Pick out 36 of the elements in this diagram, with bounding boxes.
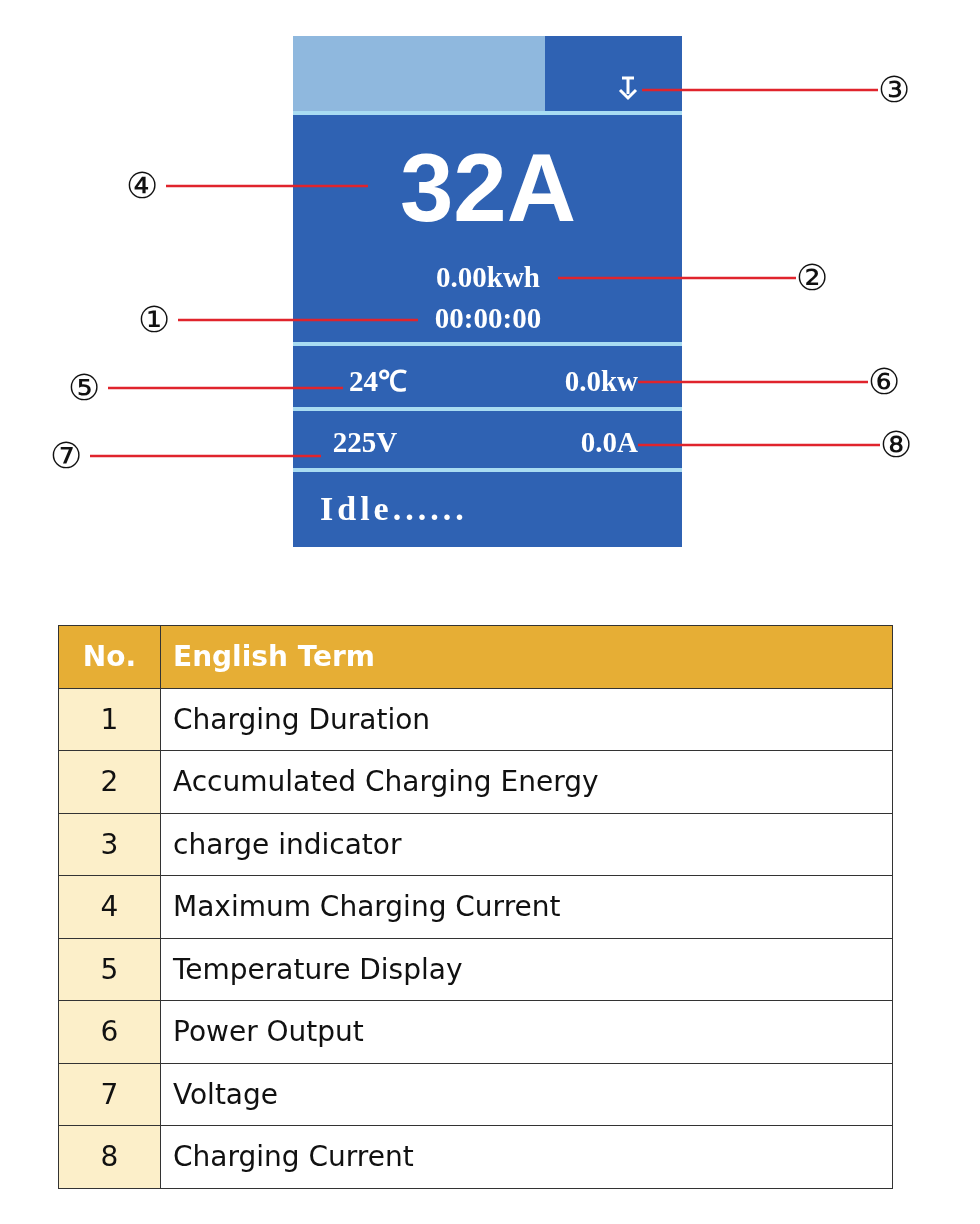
callout-number: ⑦ — [50, 436, 90, 476]
readout-text: 24℃ — [343, 364, 413, 398]
readout-text: 0.0A — [558, 425, 638, 459]
display-screen — [293, 36, 682, 547]
table-cell: Charging Current — [160, 1125, 893, 1189]
callout-number: ① — [138, 300, 178, 340]
table-cell: 5 — [58, 937, 161, 1001]
leader-line — [638, 443, 880, 447]
callout-number: ④ — [126, 166, 166, 206]
header-cell: No. — [58, 625, 161, 689]
table-cell: 2 — [58, 750, 161, 814]
table-cell: 1 — [58, 687, 161, 751]
leader-line — [558, 276, 796, 280]
readout-text: 225V — [321, 425, 409, 459]
readout-text: 00:00:00 — [418, 301, 558, 335]
table-cell: 8 — [58, 1125, 161, 1189]
readout-text: 0.0kw — [538, 364, 638, 398]
readout-text: 32A — [368, 135, 608, 240]
callout-number: ⑥ — [868, 362, 908, 402]
callout-number: ⑧ — [880, 425, 920, 465]
callout-number: ⑤ — [68, 368, 108, 408]
callout-number: ② — [796, 258, 836, 298]
leader-line — [178, 318, 418, 322]
header-cell: English Term — [160, 625, 893, 689]
leader-line — [108, 386, 343, 390]
table-cell: 4 — [58, 875, 161, 939]
leader-line — [638, 380, 868, 384]
table-cell: 3 — [58, 812, 161, 876]
readout-text: 0.00kwh — [418, 260, 558, 294]
leader-line — [90, 454, 321, 458]
table-cell: 6 — [58, 1000, 161, 1064]
leader-line — [166, 184, 368, 188]
status-text: Idle...... — [320, 490, 468, 528]
table-cell: 7 — [58, 1062, 161, 1126]
callout-number: ③ — [878, 70, 918, 110]
leader-line — [642, 88, 878, 92]
